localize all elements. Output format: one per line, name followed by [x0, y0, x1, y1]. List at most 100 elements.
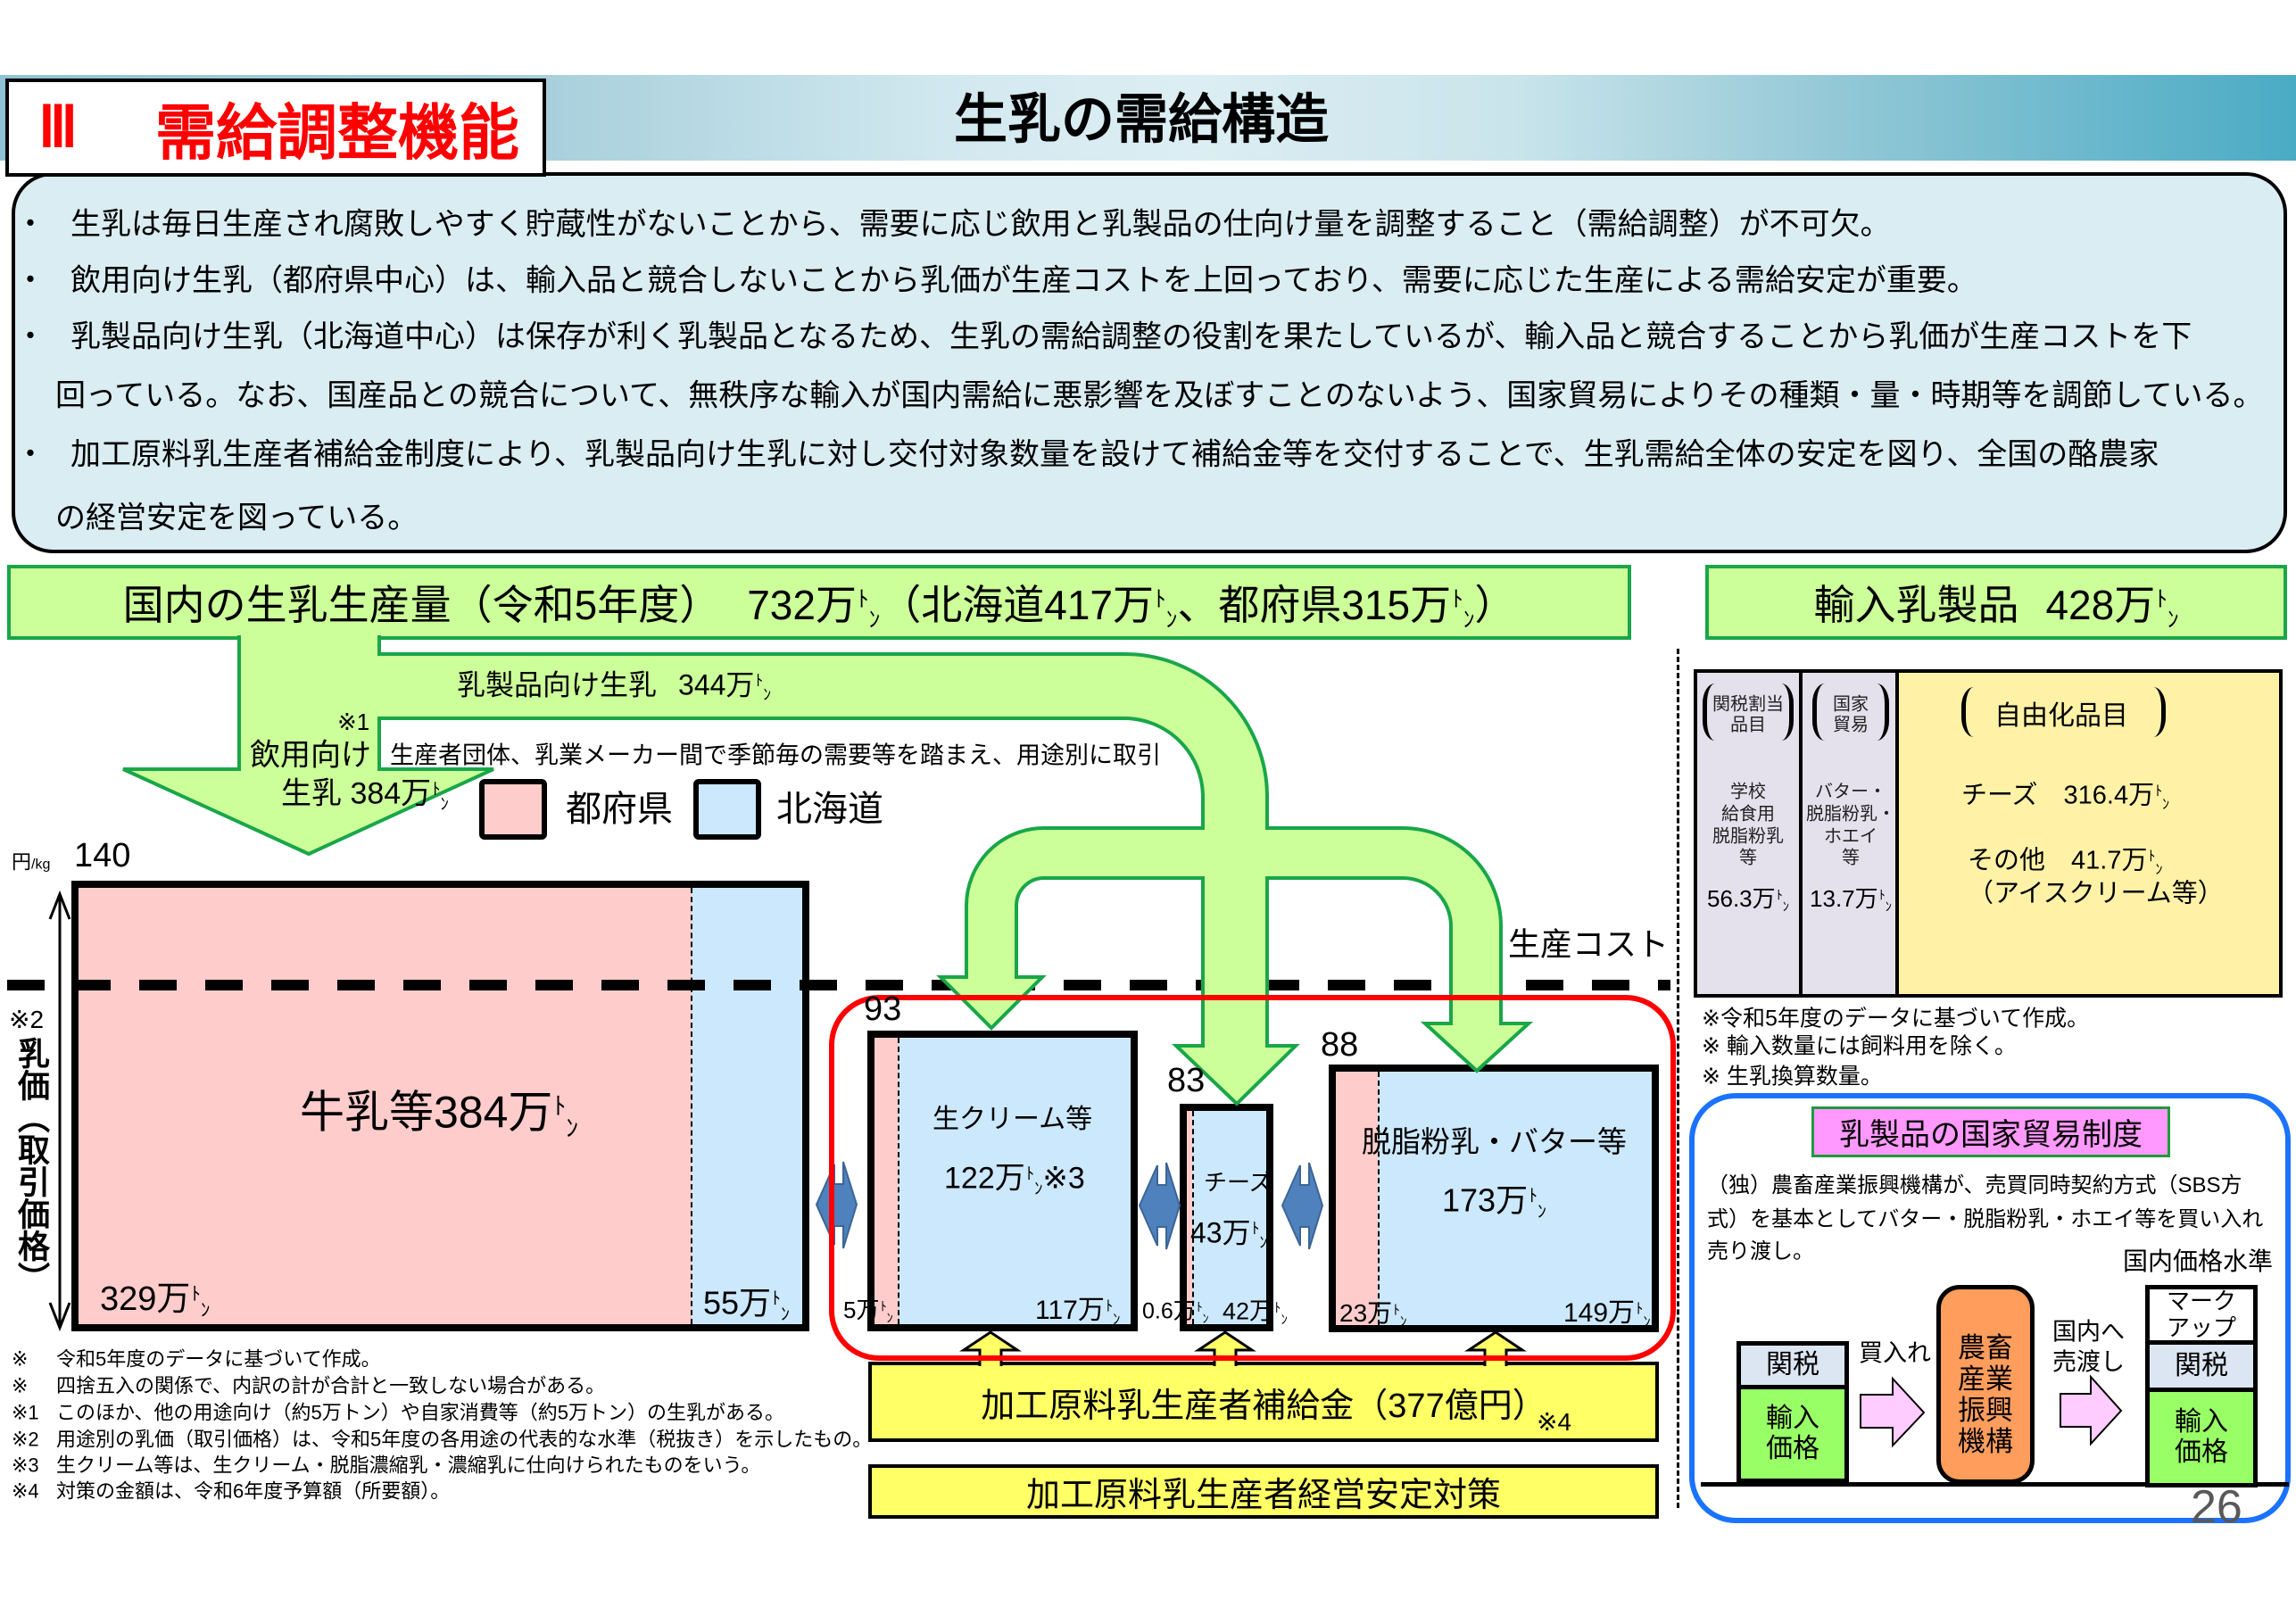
ton-unit-to: ﾄ: [432, 779, 441, 799]
tariff-quota-item: 脱脂粉乳: [1712, 826, 1784, 847]
cheese-name: チーズ: [1204, 1169, 1272, 1197]
footnote-marker: ※: [12, 1347, 29, 1371]
tariff-quota-item: 給食用: [1721, 804, 1775, 824]
section-title-box: Ⅲ 需給調整機能: [5, 79, 546, 177]
summary-line: 回っている。なお、国産品との競合について、無秩序な輸入が国内需給に悪影響を及ぼす…: [55, 378, 2264, 413]
ton-unit: ﾄﾝ: [1155, 588, 1177, 631]
tariff-quota-header: 品目: [1730, 715, 1766, 735]
summary-line: ・生乳は毎日生産され腐敗しやすく貯蔵性がないことから、需要に応じ飲用と乳製品の仕…: [15, 207, 1891, 242]
state-trade-bracket: [1812, 684, 1889, 741]
production-cost-line: [7, 980, 1670, 990]
drinking-hokkaido-volume: 55万ﾄﾝ: [703, 1284, 790, 1325]
page-number: 26: [2191, 1481, 2242, 1534]
legend-label-hokkaido: 北海道: [776, 790, 883, 829]
state-trade-title: 乳製品の国家貿易制度: [1811, 1106, 2170, 1157]
drinking-label: 牛乳等384万ﾄﾝ: [300, 1087, 578, 1141]
ton-unit-to: ﾄ: [1251, 1219, 1260, 1238]
ton-unit: ﾄﾝ: [1274, 1302, 1288, 1327]
imports-note: ※ 輸入数量には飼料用を除く。: [1702, 1033, 2017, 1059]
ton-unit-to: ﾄ: [2155, 783, 2163, 800]
agency-box: 農畜 産業 振興 機構: [1936, 1285, 2035, 1484]
share-divider: [898, 1038, 899, 1324]
ton-unit-to: ﾄ: [857, 587, 869, 613]
prefecture-share: [1187, 1111, 1192, 1324]
stabilization-label: 加工原料乳生産者経営安定対策: [1025, 1477, 1501, 1514]
summary-text: の経営安定を図っている。: [55, 501, 419, 535]
buy-label: 買入れ: [1859, 1339, 1931, 1367]
ton-unit-n: ﾝ: [868, 607, 881, 633]
ton-unit-n: ﾝ: [2167, 607, 2179, 633]
cheese-price: 83: [1167, 1062, 1206, 1100]
imports-title: 輸入乳製品: [1813, 582, 2019, 628]
ton-unit-to: ﾄ: [1105, 1297, 1114, 1314]
cheese-prefecture-volume: 0.6万ﾄﾝ: [1142, 1298, 1209, 1326]
markup-label: マーク: [2166, 1287, 2236, 1314]
cheese-total: 43万ﾄﾝ: [1190, 1216, 1268, 1252]
liberalized-other-detail: （アイスクリーム等）: [1968, 879, 2224, 908]
footnote: ※ 令和5年度のデータに基づいて作成。: [12, 1347, 381, 1370]
agency-label: 産業: [1958, 1363, 2013, 1395]
state-trade-item: 等: [1842, 848, 1860, 868]
section-title: 需給調整機能: [155, 99, 520, 168]
state-trade-description: 式）を基本としてバター・脱脂粉乳・ホエイ等を買い入れ: [1707, 1207, 2264, 1232]
drinking-use-volume: 生乳 384万ﾄﾝ: [281, 776, 449, 813]
dairy-use-name: 乳製品向け生乳: [457, 668, 658, 701]
summary-text: 加工原料乳生産者補給金制度により、乳製品向け生乳に対し交付対象数量を設けて補給金…: [70, 437, 2159, 472]
price-axis-note: ※2: [9, 1005, 45, 1033]
ton-unit-to: ﾄ: [1636, 1300, 1644, 1317]
ton-unit-n: ﾝ: [440, 793, 449, 813]
summary-text: 回っている。なお、国産品との競合について、無秩序な輸入が国内需給に悪影響を及ぼす…: [55, 378, 2264, 413]
tariff-quota-header: 関税割当: [1712, 694, 1784, 715]
ton-unit-to: ﾄ: [880, 1300, 887, 1315]
footnote-text: 令和5年度のデータに基づいて作成。: [56, 1347, 381, 1371]
production-title: 国内の生乳生産量（令和5年度）: [122, 582, 721, 628]
tariff-cell: 関税: [1741, 1346, 1844, 1389]
liberalized-header: 自由化品目: [1994, 700, 2128, 731]
import-price-stack: 関税 輸入価格: [1737, 1341, 1849, 1483]
price-unit: 円/kg: [12, 850, 50, 873]
ton-unit: ﾄﾝ: [1529, 1188, 1546, 1222]
markup-cell: マークアップ: [2150, 1287, 2253, 1345]
liberalized-other: その他 41.7万ﾄﾝ: [1968, 846, 2163, 877]
powder-butter-prefecture-volume: 23万ﾄﾝ: [1339, 1298, 1407, 1330]
import-price-label: 輸入: [2175, 1406, 2228, 1437]
ton-unit-to: ﾄ: [1452, 587, 1463, 613]
ton-unit-to: ﾄ: [772, 1288, 781, 1309]
sell-label: 国内へ: [2052, 1318, 2125, 1346]
ton-unit: ﾄﾝ: [1197, 1302, 1209, 1325]
ton-unit: ﾄﾝ: [2148, 849, 2162, 876]
sell-label: 売渡し: [2052, 1348, 2125, 1376]
ton-unit: ﾄﾝ: [1393, 1303, 1406, 1329]
ton-unit: ﾄﾝ: [1106, 1298, 1121, 1326]
ton-unit-n: ﾝ: [886, 1312, 893, 1327]
production-total: 732万ﾄﾝ: [747, 582, 881, 633]
ton-unit-n: ﾝ: [1259, 1233, 1268, 1252]
drinking-price: 140: [74, 837, 131, 875]
share-divider: [1192, 1111, 1194, 1324]
prefecture-share: [1336, 1072, 1378, 1325]
ton-unit-to: ﾄ: [1878, 889, 1886, 904]
cream-branch-outline: [965, 826, 1235, 977]
ton-unit-to: ﾄ: [2148, 849, 2156, 865]
powder-butter-price: 88: [1321, 1026, 1359, 1065]
cream-prefecture-volume: 5万ﾄﾝ: [843, 1297, 893, 1327]
cheese-hokkaido-volume: 42万ﾄﾝ: [1223, 1297, 1288, 1328]
footnote-marker: ※: [12, 1374, 29, 1397]
ton-unit-n: ﾝ: [1782, 900, 1789, 916]
ton-unit-n: ﾝ: [1399, 1314, 1407, 1330]
ton-unit: ﾄﾝ: [432, 780, 449, 812]
liberalized-bracket: [1961, 687, 2166, 737]
drinking-prefecture-volume: 329万ﾄﾝ: [100, 1280, 211, 1322]
ton-unit: ﾄﾝ: [553, 1093, 578, 1139]
ton-unit-to: ﾄ: [1196, 1301, 1203, 1315]
ton-unit: ﾄﾝ: [772, 1290, 790, 1324]
ton-unit-n: ﾝ: [1643, 1313, 1651, 1330]
liberalized-cheese: チーズ 316.4万ﾄﾝ: [1961, 781, 2170, 812]
state-trade-header: 国家: [1833, 694, 1869, 715]
domestic-price-level: 国内価格水準: [2123, 1247, 2274, 1275]
ton-unit-n: ﾝ: [1885, 900, 1892, 916]
